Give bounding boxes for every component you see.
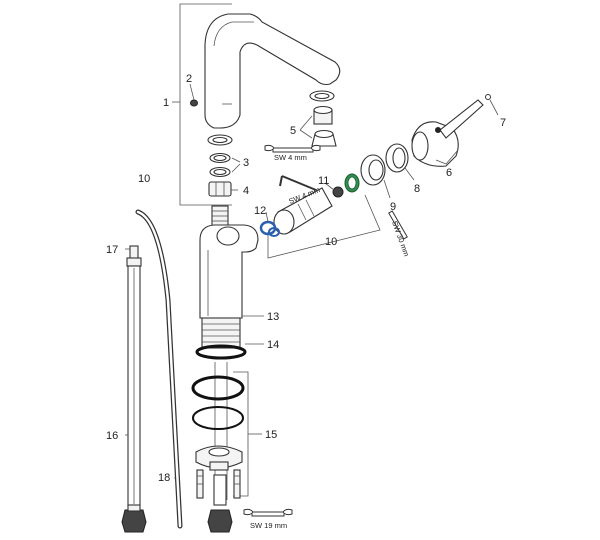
aerator-part-5 — [299, 90, 337, 147]
leader-lines — [125, 182, 335, 479]
callout-10-left: 10 — [138, 173, 150, 185]
callout-4: 4 — [243, 185, 249, 197]
ring-part-9 — [360, 154, 391, 199]
threaded-rods — [196, 469, 241, 499]
callout-12: 12 — [254, 205, 266, 217]
callout-1: 1 — [163, 97, 169, 109]
callout-16: 16 — [106, 430, 118, 442]
support-rod-part-18 — [135, 209, 183, 529]
callout-13: 13 — [267, 311, 279, 323]
callout-3: 3 — [243, 157, 249, 169]
wrench-icon — [264, 144, 321, 153]
callout-17: 17 — [106, 244, 118, 256]
tool-label-sw19: SW 19 mm — [250, 521, 287, 530]
screw-part-2 — [189, 83, 198, 107]
wrench-icon-sw19 — [243, 508, 293, 517]
callout-5: 5 — [290, 125, 296, 137]
callout-2: 2 — [186, 73, 192, 85]
callout-labels: 1 2 3 4 5 6 7 8 9 10 10 11 12 13 14 15 1… — [106, 73, 506, 484]
callout-18: 18 — [158, 472, 170, 484]
callout-10-bottom: 10 — [325, 236, 337, 248]
tool-label-sw30: SW 30 mm — [390, 220, 411, 258]
shank-part-14 — [195, 317, 264, 360]
ring-part-8 — [385, 143, 415, 181]
callout-11: 11 — [318, 175, 329, 187]
wrench-icon-sw30 — [388, 210, 408, 240]
cartridge — [273, 186, 344, 235]
nut-part-4 — [208, 181, 238, 197]
hex-key-icon — [279, 175, 317, 191]
callout-6: 6 — [446, 167, 452, 179]
callout-7: 7 — [500, 117, 506, 129]
callout-8: 8 — [414, 183, 420, 195]
rings-part-3 — [207, 134, 241, 178]
handle-part-6 — [411, 99, 484, 167]
callout-14: 14 — [267, 339, 279, 351]
screw-part-7 — [485, 94, 499, 116]
green-seal-ring — [344, 173, 360, 193]
fixing-set-part-15 — [191, 362, 245, 500]
hose-left-part-16 — [121, 245, 147, 533]
faucet-body — [199, 224, 264, 319]
callout-15: 15 — [265, 429, 277, 441]
callout-9: 9 — [390, 201, 396, 213]
spout — [204, 13, 341, 129]
threaded-stud — [211, 205, 229, 229]
hose-right — [207, 474, 233, 533]
tool-label-sw4-aerator: SW 4 mm — [274, 153, 307, 162]
